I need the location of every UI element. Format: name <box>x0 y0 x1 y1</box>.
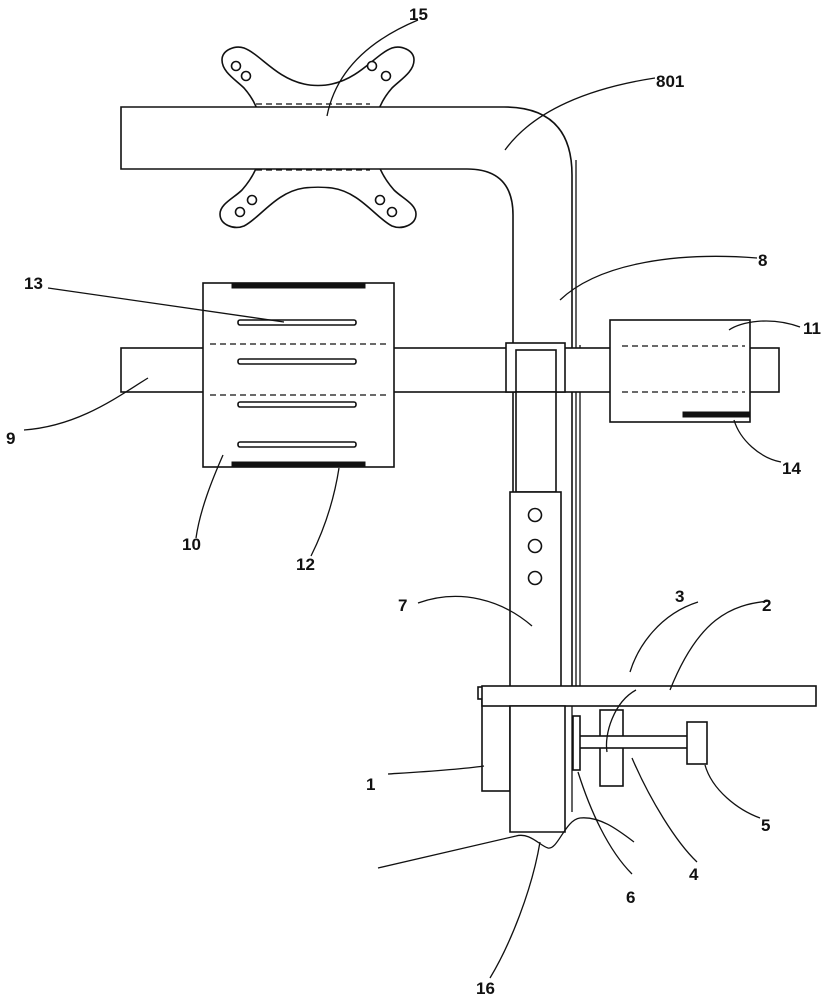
label-7: 7 <box>398 596 407 615</box>
screw-4 <box>577 735 690 749</box>
label-2: 2 <box>762 596 771 615</box>
label-14: 14 <box>782 459 801 478</box>
label-13: 13 <box>24 274 43 293</box>
post-7 <box>509 391 562 688</box>
label-15: 15 <box>409 5 428 24</box>
lower-post-16 <box>509 705 566 833</box>
table-edge <box>377 817 635 869</box>
pad-12 <box>231 461 366 468</box>
leader-lines <box>23 19 801 979</box>
collar <box>505 342 566 393</box>
label-3: 3 <box>675 587 684 606</box>
label-9: 9 <box>6 429 15 448</box>
board-2 <box>481 685 817 707</box>
label-12: 12 <box>296 555 315 574</box>
sleeve-11 <box>609 319 751 423</box>
label-10: 10 <box>182 535 201 554</box>
knob-5 <box>686 721 708 765</box>
pad-14 <box>682 411 750 418</box>
callout-labels: 15 801 8 11 13 9 10 12 14 7 3 2 1 5 4 6 … <box>6 5 821 998</box>
label-6: 6 <box>626 888 635 907</box>
clamp-plate-1 <box>481 699 511 792</box>
label-5: 5 <box>761 816 770 835</box>
label-4: 4 <box>689 865 699 884</box>
label-11: 11 <box>803 319 821 338</box>
label-801: 801 <box>656 72 684 91</box>
pressure-plate-6 <box>572 715 581 771</box>
sleeve-10 <box>202 282 395 468</box>
label-1: 1 <box>366 775 375 794</box>
label-16: 16 <box>476 979 495 998</box>
label-8: 8 <box>758 251 767 270</box>
